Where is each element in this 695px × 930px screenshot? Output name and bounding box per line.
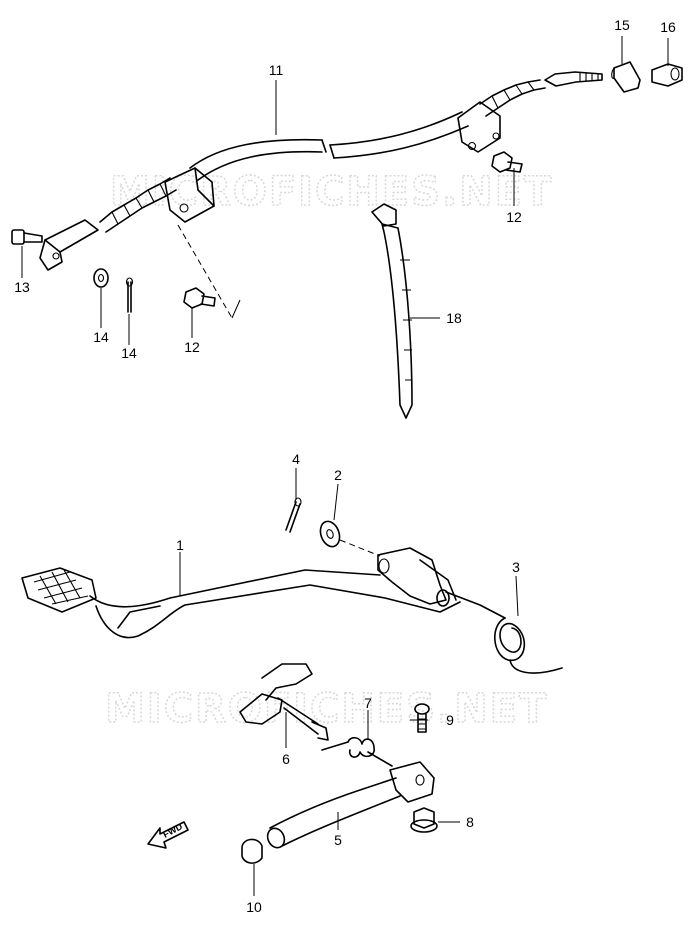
callout-leaders bbox=[21, 36, 669, 896]
callout-11: 11 bbox=[269, 62, 284, 78]
cotter-pin-4 bbox=[285, 497, 302, 533]
callout-13: 13 bbox=[14, 279, 30, 295]
assembly-leader-line bbox=[177, 224, 233, 319]
watermark-bottom: MICROFICHES.NET bbox=[105, 686, 548, 732]
callout-2: 2 bbox=[334, 467, 342, 483]
watermark-top: MICROFICHES.NET bbox=[110, 169, 553, 215]
callout-7: 7 bbox=[364, 695, 372, 711]
callout-12-lower: 12 bbox=[184, 339, 200, 355]
callout-15: 14 bbox=[121, 345, 137, 361]
callout-10: 10 bbox=[246, 899, 262, 915]
callout-1: 1 bbox=[176, 537, 184, 553]
bolt-12-lower bbox=[183, 287, 216, 309]
sleeve-16 bbox=[611, 61, 641, 93]
callout-18: 18 bbox=[446, 310, 462, 326]
callout-17: 16 bbox=[660, 19, 676, 35]
cotter-pin-15 bbox=[125, 277, 134, 313]
callout-4: 4 bbox=[292, 451, 300, 467]
callout-8: 8 bbox=[466, 814, 474, 830]
callout-3: 3 bbox=[512, 559, 520, 575]
callout-5: 5 bbox=[334, 832, 342, 848]
callout-9: 9 bbox=[446, 712, 454, 728]
callout-6: 6 bbox=[282, 751, 290, 767]
callout-16: 15 bbox=[614, 17, 630, 33]
brake-pedal-1 bbox=[21, 547, 461, 639]
fwd-direction-arrow: FWD bbox=[147, 821, 189, 849]
washer-14 bbox=[93, 268, 109, 288]
callout-14: 14 bbox=[93, 329, 109, 345]
callout-12-upper: 12 bbox=[506, 209, 522, 225]
washer-2 bbox=[319, 520, 341, 548]
screw-9 bbox=[414, 703, 430, 733]
bolt-13 bbox=[11, 229, 43, 245]
callout-numbers: 11 15 16 12 13 14 14 12 18 4 2 1 3 7 9 6… bbox=[14, 17, 676, 915]
return-spring-3 bbox=[445, 591, 563, 674]
stopper-arm-6 bbox=[239, 663, 329, 741]
lever-5 bbox=[266, 761, 435, 849]
bolt-12-upper bbox=[491, 151, 523, 173]
flange-nut-8 bbox=[410, 807, 438, 833]
brake-cable bbox=[39, 71, 603, 271]
nut-17 bbox=[651, 63, 683, 87]
cable-tie-18 bbox=[371, 203, 413, 419]
cap-10 bbox=[241, 838, 263, 864]
spring-7 bbox=[321, 736, 393, 767]
